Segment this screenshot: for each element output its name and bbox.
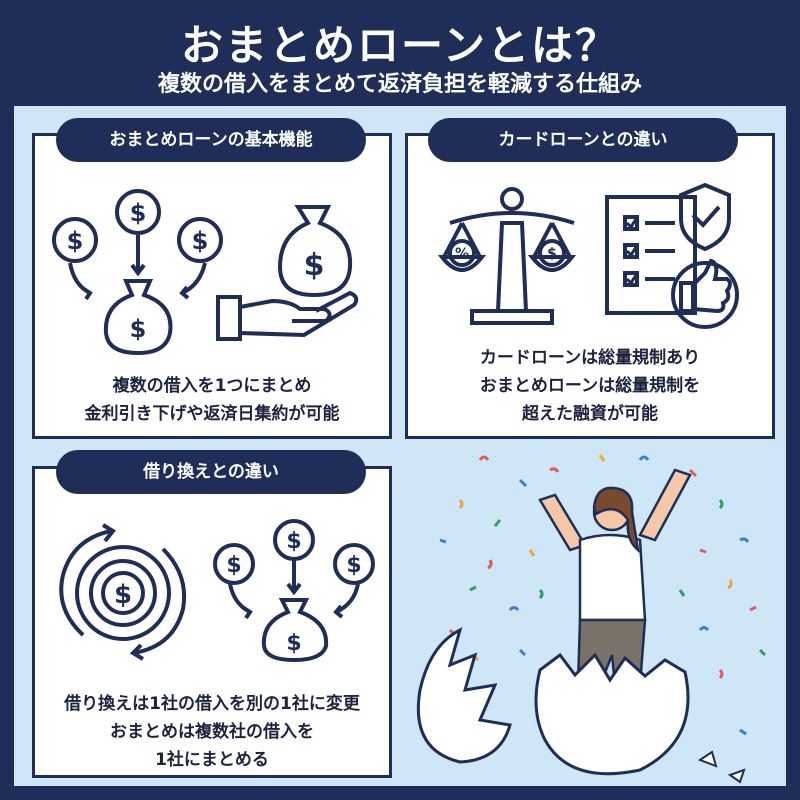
svg-text:$: $ [547, 246, 557, 262]
svg-text:$: $ [304, 248, 325, 283]
svg-text:$: $ [286, 529, 301, 554]
svg-text:$: $ [67, 227, 84, 255]
description-line: カードローンは総量規制あり [479, 348, 701, 368]
card-loan-difference-panel [405, 133, 775, 439]
header: おまとめローンとは？ 複数の借入をまとめて返済負担を軽減する仕組み [0, 0, 800, 104]
circular-arrows-coin-icon: $ [59, 523, 187, 661]
svg-text:%: % [455, 246, 469, 262]
page-title: おまとめローンとは？ [181, 21, 619, 70]
checklist-thumbs-up-icon [605, 182, 739, 329]
svg-text:$: $ [130, 199, 147, 227]
card-loan-difference-label: カードローンとの違い [428, 118, 738, 162]
basic-function-description: 複数の借入を1つにまとめ 金利引き下げや返済日集約が可能 [36, 372, 388, 428]
coins-to-bag-icon: $ $ $ $ [52, 189, 223, 356]
hand-money-bag-icon: $ [216, 205, 359, 341]
svg-text:$: $ [286, 631, 301, 656]
description-line: おまとめは複数社の借入を [110, 722, 314, 742]
celebrating-woman-illustration [416, 454, 767, 784]
svg-text:$: $ [226, 553, 241, 578]
balance-scale-icon: % $ [437, 187, 577, 325]
basic-function-panel [32, 133, 392, 439]
woman [538, 468, 692, 687]
description-line: 金利引き下げや返済日集約が可能 [84, 404, 340, 424]
card-loan-difference-description: カードローンは総量規制あり おまとめローンは総量規制を 超えた融資が可能 [410, 344, 770, 428]
description-line: 複数の借入を1つにまとめ [112, 376, 312, 396]
description-line: おまとめローンは総量規制を [479, 376, 701, 396]
svg-text:$: $ [130, 315, 147, 343]
description-line: 借り換えは1社の借入を別の1社に変更 [64, 694, 360, 714]
eggshell [416, 627, 690, 776]
svg-text:$: $ [346, 553, 361, 578]
basic-function-label: おまとめローンの基本機能 [56, 118, 366, 162]
coins-to-bag-icon-2: $ $ $ $ [213, 519, 375, 663]
page-subtitle: 複数の借入をまとめて返済負担を軽減する仕組み [157, 72, 642, 97]
refinance-difference-label: 借り換えとの違い [56, 450, 366, 494]
description-line: 超えた融資が可能 [522, 404, 658, 424]
svg-text:$: $ [114, 580, 132, 610]
svg-text:$: $ [192, 227, 209, 255]
refinance-difference-description: 借り換えは1社の借入を別の1社に変更 おまとめは複数社の借入を 1社にまとめる [36, 690, 388, 774]
description-line: 1社にまとめる [155, 750, 269, 770]
